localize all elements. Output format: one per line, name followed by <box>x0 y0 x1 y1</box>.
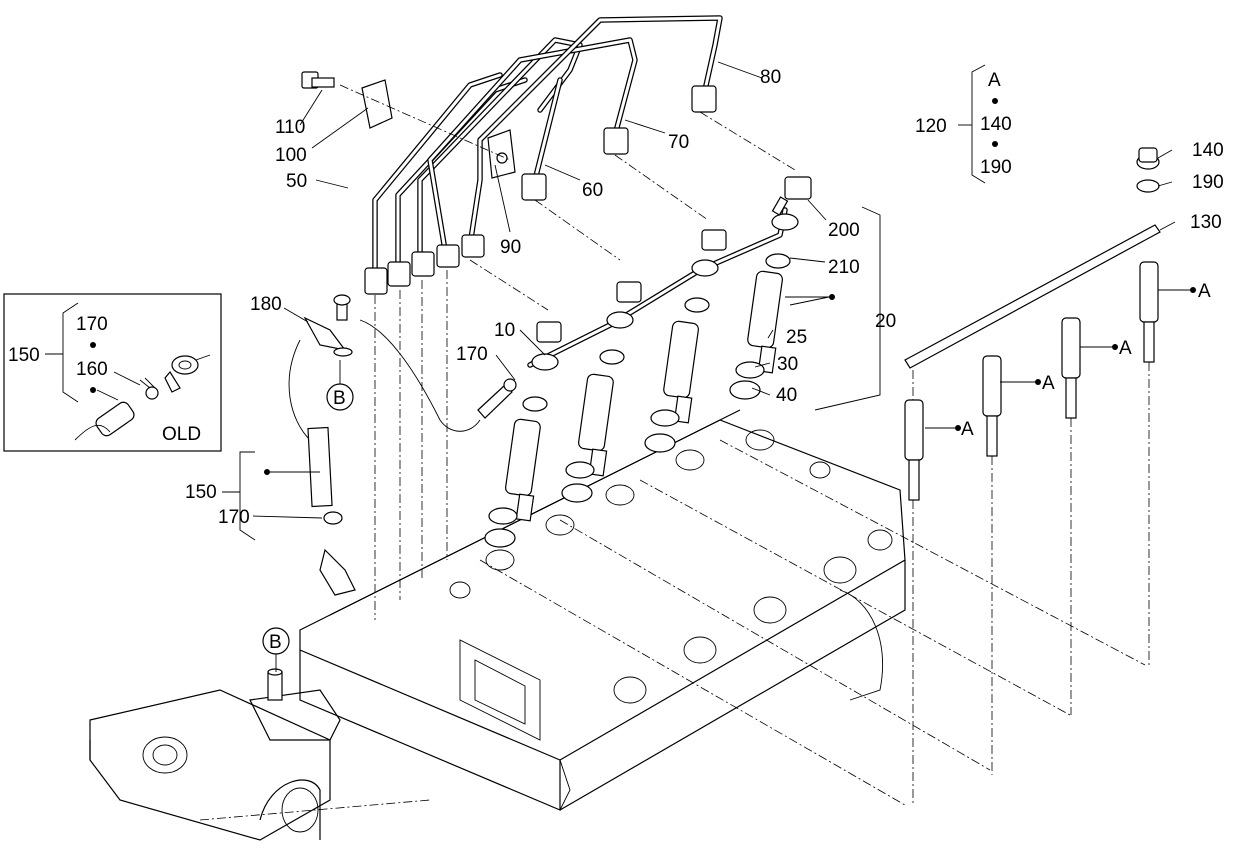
callout-60: 60 <box>582 180 603 201</box>
callout-labels: 80 70 60 90 110 100 50 10 170 180 200 21… <box>185 67 1224 541</box>
ref-b-2: B <box>269 632 282 653</box>
alignment-lines <box>339 84 1150 806</box>
injector-1 <box>505 418 541 522</box>
ref-b-1: B <box>333 388 346 409</box>
inset-170-label: 170 <box>76 314 108 335</box>
callout-10: 10 <box>494 320 515 341</box>
callout-170: 170 <box>456 344 488 365</box>
callout-170-lower: 170 <box>218 507 250 528</box>
callout-180: 180 <box>250 294 282 315</box>
callout-190: 190 <box>1192 172 1224 193</box>
injectors <box>484 270 783 548</box>
callout-130: 130 <box>1190 212 1222 233</box>
callout-150: 150 <box>185 482 217 503</box>
kit-120: 120 A 140 190 <box>915 64 1012 184</box>
ref-a-3: A <box>1119 338 1132 359</box>
callout-100: 100 <box>275 145 307 166</box>
cylinder-head <box>299 409 906 811</box>
kit-120-item-a: A <box>988 70 1001 91</box>
kit-120-label: 120 <box>915 116 947 137</box>
injector-pipes <box>301 15 723 295</box>
leader-lines <box>252 61 1190 519</box>
kit-120-item-190: 190 <box>980 157 1012 178</box>
callout-140: 140 <box>1192 140 1224 161</box>
banjo-nuts <box>522 176 812 412</box>
injector-2 <box>578 373 614 477</box>
inset-160-label: 160 <box>76 359 108 380</box>
callout-50: 50 <box>286 171 307 192</box>
reference-dots <box>90 98 1196 475</box>
callout-30: 30 <box>777 354 798 375</box>
glow-plug-bus-bar <box>904 147 1161 369</box>
callout-80: 80 <box>760 67 781 88</box>
callout-25: 25 <box>786 327 807 348</box>
leak-off-gallery <box>527 196 799 371</box>
callout-200: 200 <box>828 220 860 241</box>
inset-150-label: 150 <box>8 345 40 366</box>
leak-off-line <box>288 294 517 596</box>
glow-plug-refs: A A A A <box>961 281 1211 440</box>
ref-a-2: A <box>1042 373 1055 394</box>
inset-old-tag: OLD <box>162 424 201 445</box>
inset-old: 150 170 160 OLD <box>3 293 222 452</box>
callout-90: 90 <box>500 237 521 258</box>
injector-3 <box>663 320 699 424</box>
callout-210: 210 <box>828 257 860 278</box>
kit-120-item-140: 140 <box>980 114 1012 135</box>
ref-a-1: A <box>961 419 974 440</box>
ref-b-markers: B B <box>262 360 354 672</box>
glow-plugs <box>904 261 1159 501</box>
callout-70: 70 <box>668 132 689 153</box>
injection-pump <box>89 668 431 841</box>
ref-a-4: A <box>1198 281 1211 302</box>
callout-110: 110 <box>275 117 305 138</box>
callout-40: 40 <box>776 385 797 406</box>
callout-20: 20 <box>875 311 896 332</box>
